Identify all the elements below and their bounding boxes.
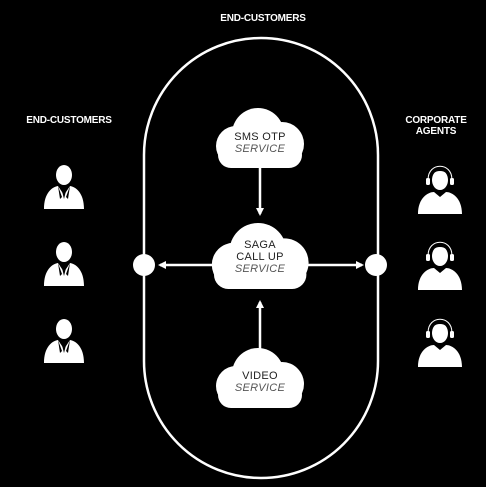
right-connector-node: [365, 254, 387, 276]
sms-service-label: SMS OTP SERVICE: [210, 131, 310, 155]
right-title-line1: CORPORATE: [405, 115, 467, 126]
person-suit-icon: [44, 242, 84, 286]
video-service-label: VIDEO SERVICE: [210, 370, 310, 394]
person-headset-icon: [417, 165, 463, 215]
saga-line3: SERVICE: [234, 263, 286, 275]
right-group-title: CORPORATE AGENTS: [390, 115, 482, 137]
top-title: END-CUSTOMERS: [220, 13, 306, 24]
left-group-title: END-CUSTOMERS: [26, 115, 112, 126]
right-title-line2: AGENTS: [415, 126, 457, 137]
person-headset-icon: [417, 241, 463, 291]
person-suit-icon: [44, 165, 84, 209]
person-suit-icon: [44, 319, 84, 363]
person-headset-icon: [417, 318, 463, 368]
video-line2: SERVICE: [234, 382, 286, 394]
sms-line2: SERVICE: [234, 143, 286, 155]
left-connector-node: [133, 254, 155, 276]
sms-line1: SMS OTP: [234, 131, 286, 143]
video-line1: VIDEO: [242, 370, 278, 382]
saga-service-label: SAGA CALL UP SERVICE: [210, 239, 310, 275]
saga-line2: CALL UP: [236, 251, 284, 263]
saga-line1: SAGA: [244, 239, 276, 251]
